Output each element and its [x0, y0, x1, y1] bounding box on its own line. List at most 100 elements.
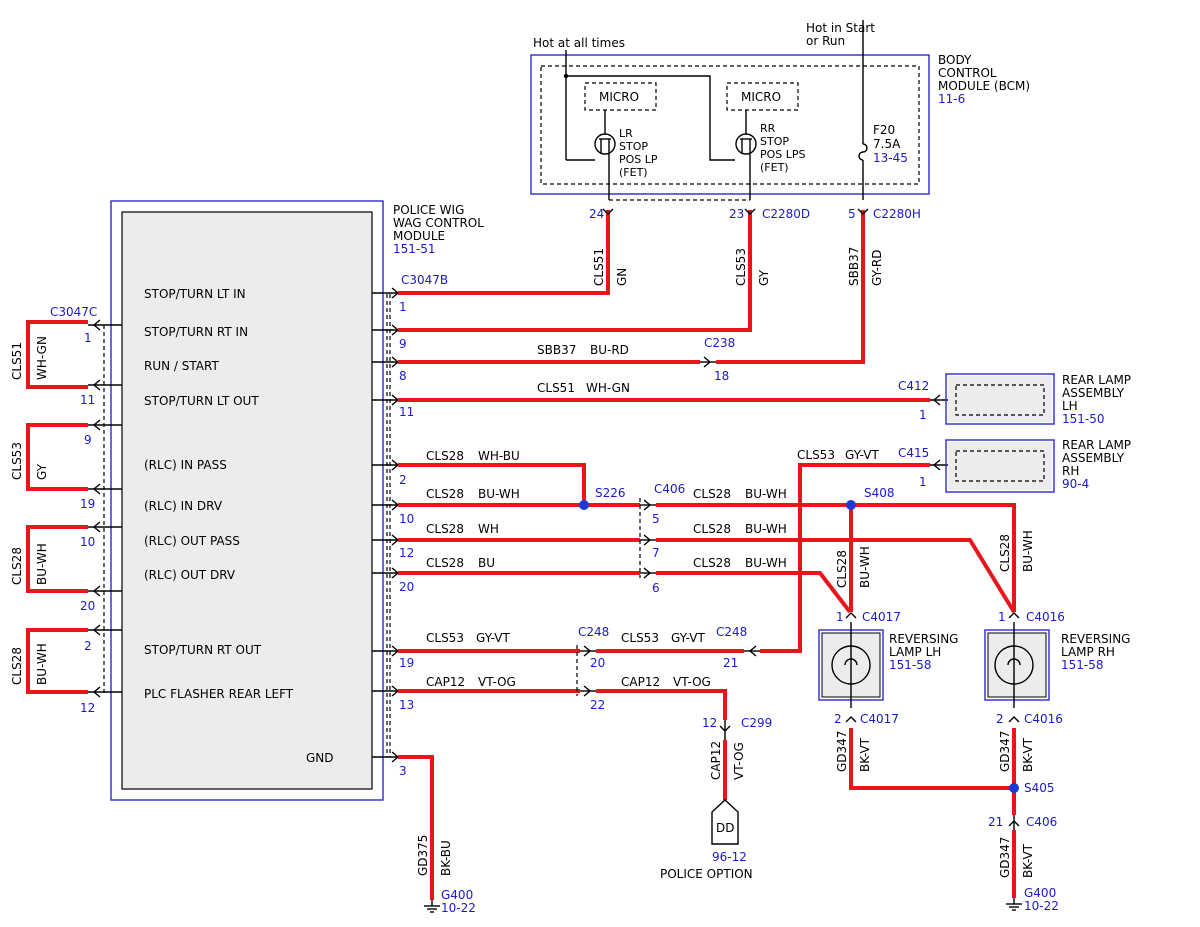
splice-s408 — [846, 500, 856, 510]
reversing-lamp-rh: REVERSING LAMP RH 151-58 — [984, 622, 1130, 708]
bcm-pin-23: 23 — [729, 207, 744, 221]
bcm-pin-24: 24 — [589, 207, 604, 221]
rr-fet-4: (FET) — [760, 161, 789, 174]
left-pin-12: 12 — [80, 701, 95, 715]
rev-lamp-rh-outline — [984, 629, 1050, 701]
c406-b-pin: 21 — [988, 815, 1003, 829]
lbl-cap12-b: CAP12 — [621, 675, 660, 689]
bcm-outline — [530, 54, 930, 195]
g400-right-label: G400 — [1024, 886, 1056, 900]
g400-left-ref: 10-22 — [441, 901, 476, 915]
lbl-gn: GN — [615, 268, 629, 286]
left-pin-11: 11 — [80, 393, 95, 407]
label-rlc-in-pass: (RLC) IN PASS — [144, 458, 227, 472]
c4017-pin-2: 2 — [834, 712, 842, 726]
lbl-gyrd: GY-RD — [870, 249, 884, 286]
label-plc-flasher: PLC FLASHER REAR LEFT — [144, 687, 294, 701]
lr-fet-icon — [594, 133, 616, 185]
label-stop-lt-out: STOP/TURN LT OUT — [144, 394, 259, 408]
lbl-gyvt-top: GY-VT — [845, 448, 879, 462]
rev-lamp-lh-1: REVERSING — [889, 632, 958, 646]
lbl-sbb37: SBB37 — [537, 343, 576, 357]
lbl-buwh-7: BU-WH — [745, 556, 787, 570]
police-wigwag-module: POLICE WIG WAG CONTROL MODULE 151-51 STO… — [50, 200, 484, 801]
c415-pin: 1 — [919, 475, 927, 489]
c4016-pin-2: 2 — [996, 712, 1004, 726]
left-pin-1: 1 — [84, 331, 92, 345]
lbl-cls53-b: CLS53 — [621, 631, 659, 645]
rear-lamp-lh-outline — [945, 373, 1055, 425]
label-stop-rt-out: STOP/TURN RT OUT — [144, 643, 262, 657]
loop4-circuit: CLS28 — [10, 647, 24, 685]
bulb-rh-icon — [994, 645, 1034, 685]
lbl-bu: BU — [478, 556, 495, 570]
module-body — [121, 211, 373, 790]
c248-pin-22: 22 — [590, 698, 605, 712]
hot-in-start-2: or Run — [806, 34, 845, 48]
police-option-label: POLICE OPTION — [660, 867, 753, 881]
left-pin-10: 10 — [80, 535, 95, 549]
lbl-vtog-a: VT-OG — [478, 675, 516, 689]
c4016-label-bot: C4016 — [1024, 712, 1063, 726]
lbl-cls28-7: CLS28 — [693, 556, 731, 570]
lbl-whgn: WH-GN — [586, 381, 630, 395]
pin-12: 12 — [399, 546, 414, 560]
bcm-title-3: MODULE (BCM) — [938, 79, 1030, 93]
pin-20: 20 — [399, 580, 414, 594]
lbl-cls28-5: CLS28 — [693, 487, 731, 501]
rear-lamp-lh-inner — [955, 384, 1045, 416]
bcm-ref: 11-6 — [938, 92, 965, 106]
pin-19: 19 — [399, 656, 414, 670]
micro-label-lr: MICRO — [599, 90, 639, 104]
lr-fet-2: STOP — [619, 140, 648, 153]
left-pin-9: 9 — [84, 433, 92, 447]
wire-cls51-gn — [398, 210, 610, 295]
ground-g400-right: G400 10-22 — [1006, 886, 1059, 913]
body-control-module: BODY CONTROL MODULE (BCM) 11-6 Hot at al… — [530, 20, 1030, 221]
dd-connector-icon — [711, 799, 739, 845]
c415-label: C415 — [898, 446, 929, 460]
label-rlc-out-drv: (RLC) OUT DRV — [144, 568, 236, 582]
wire-sbb37-gyrd — [716, 210, 865, 364]
lbl-cls28-1: CLS28 — [426, 449, 464, 463]
c412-label: C412 — [898, 379, 929, 393]
c4016-pin-1: 1 — [998, 610, 1006, 624]
rear-lamp-lh-body — [948, 376, 1052, 422]
wire-cls28-buwh-c — [656, 538, 1016, 614]
lbl-gd347-rh: GD347 — [998, 731, 1012, 772]
rev-lamp-lh-ref: 151-58 — [889, 658, 932, 672]
splices: S226 S408 S405 — [579, 486, 1055, 795]
c2280d-label: C2280D — [762, 207, 810, 221]
loop3-color: BU-WH — [35, 543, 49, 585]
c248-label-b: C248 — [716, 625, 747, 639]
batt-to-rr — [566, 75, 735, 161]
rear-lamp-lh-3: LH — [1062, 399, 1078, 413]
ground-g400-left: G400 10-22 — [424, 888, 476, 915]
lbl-sbb37-v: SBB37 — [847, 247, 861, 286]
rear-lamp-rh-inner — [955, 450, 1045, 482]
pin-2: 2 — [399, 473, 407, 487]
lbl-bkvt-bot: BK-VT — [1021, 843, 1035, 878]
bcm-inner — [540, 65, 920, 185]
rev-lamp-lh-2: LAMP LH — [889, 645, 941, 659]
lbl-cls28-rh: CLS28 — [998, 534, 1012, 572]
lbl-cap12-a: CAP12 — [426, 675, 465, 689]
pin-3: 3 — [399, 764, 407, 778]
splice-s405 — [1009, 783, 1019, 793]
c406-label: C406 — [654, 482, 685, 496]
lbl-cls51: CLS51 — [592, 248, 606, 286]
lbl-buwh-2: BU-WH — [478, 487, 520, 501]
lbl-cls28-3: CLS28 — [426, 522, 464, 536]
c412-pin: 1 — [919, 408, 927, 422]
lbl-gd347-lh: GD347 — [835, 731, 849, 772]
rear-lamp-rh-3: RH — [1062, 464, 1079, 478]
c248-pin-21: 21 — [723, 656, 738, 670]
lbl-buwh-6: BU-WH — [745, 522, 787, 536]
rear-lamp-rh-2: ASSEMBLY — [1062, 451, 1125, 465]
loop1-color: WH-GN — [35, 336, 49, 380]
c4016-label-top: C4016 — [1026, 610, 1065, 624]
loop3-circuit: CLS28 — [10, 547, 24, 585]
lr-fet-1: LR — [619, 127, 633, 140]
left-pin-19: 19 — [80, 497, 95, 511]
